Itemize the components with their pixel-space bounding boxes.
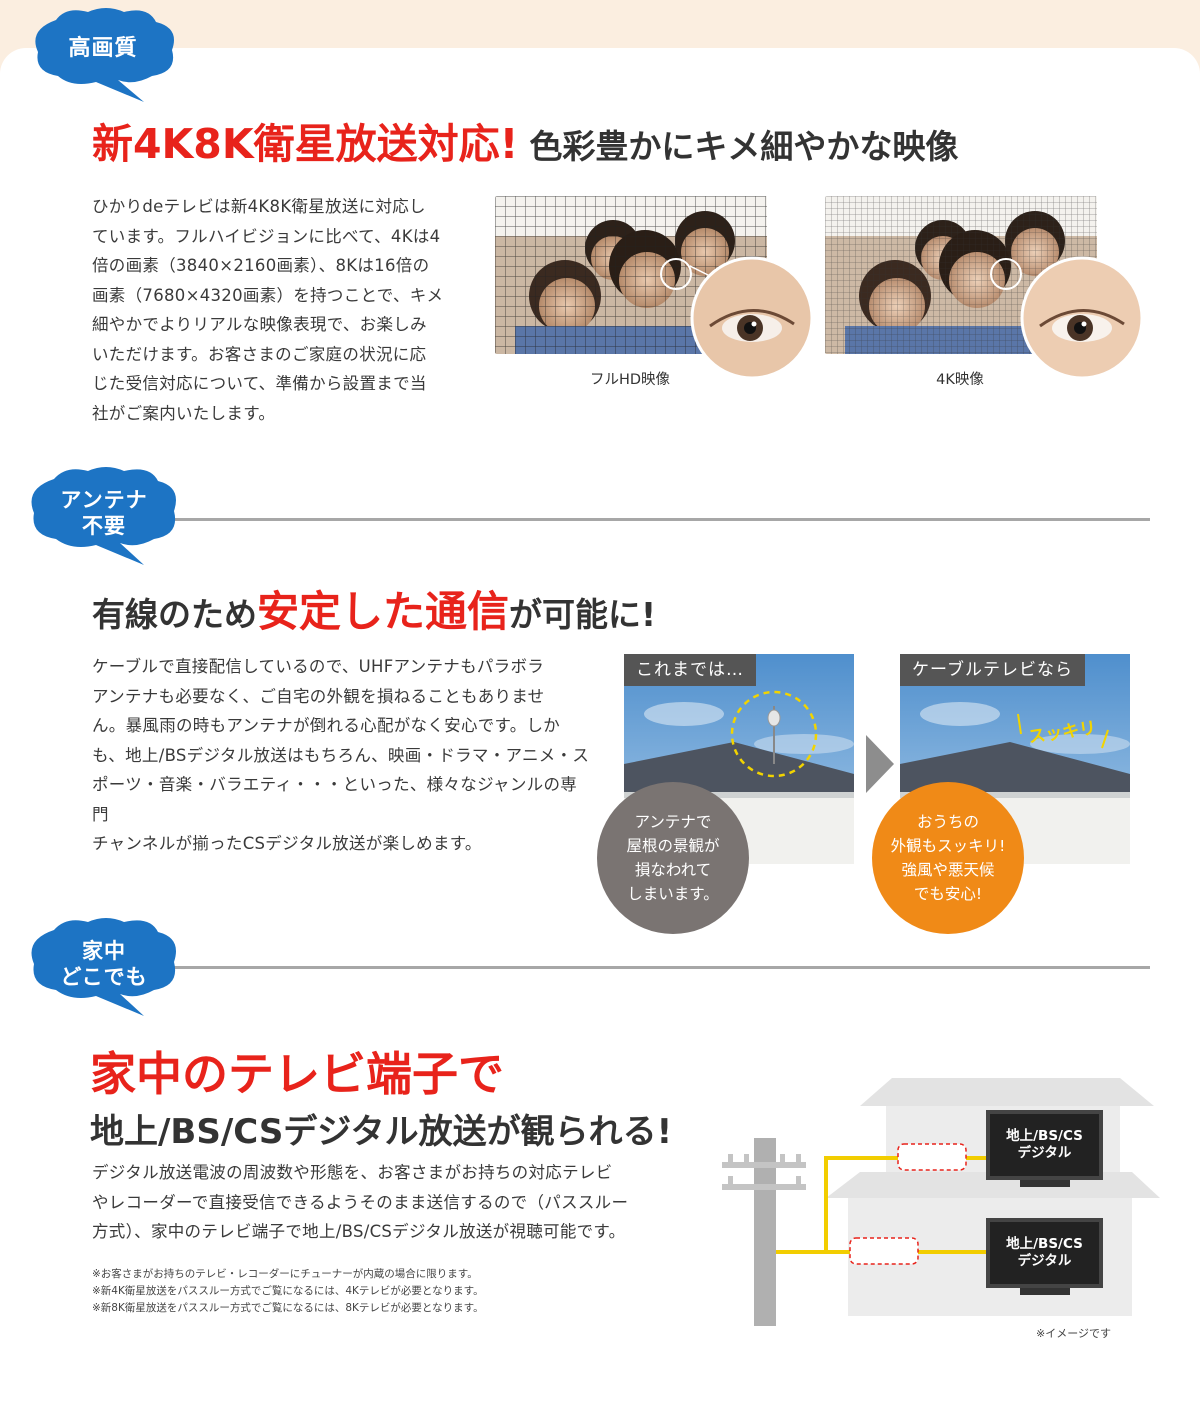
before-label: これまでは… bbox=[624, 654, 756, 686]
body-line: じた受信対応について、準備から設置まで当 bbox=[92, 374, 427, 393]
4k-zoom-eye bbox=[1020, 256, 1144, 380]
headline-red: 新4K8K衛星放送対応! bbox=[92, 120, 519, 168]
bubble-line: しまいます。 bbox=[627, 885, 719, 903]
fullhd-caption: フルHD映像 bbox=[589, 372, 671, 388]
headline-red: 安定した通信 bbox=[257, 587, 510, 636]
tv-label-line: デジタル bbox=[1017, 1253, 1072, 1269]
arrow-right-icon bbox=[866, 735, 894, 793]
tag-whole-house: 家中 どこでも bbox=[24, 916, 184, 1016]
section3-divider bbox=[150, 966, 1150, 969]
bubble-line: おうちの bbox=[916, 813, 979, 831]
section1-body: ひかりdeテレビは新4K8K衛星放送に対応し ています。フルハイビジョンに比べて… bbox=[92, 192, 472, 428]
body-line: 細やかでよりリアルな映像表現で、お楽しみ bbox=[92, 315, 427, 334]
body-line: ひかりdeテレビは新4K8K衛星放送に対応し bbox=[92, 197, 426, 216]
tv-screen: 地上/BS/CS デジタル bbox=[986, 1218, 1103, 1288]
section3-body: デジタル放送電波の周波数や形態を、お客さまがお持ちの対応テレビ やレコーダーで直… bbox=[92, 1158, 682, 1247]
tv-lower: 地上/BS/CS デジタル bbox=[986, 1218, 1103, 1298]
tag-high-quality: 高画質 bbox=[26, 6, 180, 102]
tv-stand bbox=[1020, 1288, 1070, 1295]
bubble-line: 強風や悪天候 bbox=[901, 861, 995, 879]
4k-zoom-marker bbox=[990, 258, 1022, 290]
cloud-badge-shape bbox=[31, 467, 176, 565]
headline-part-a: 有線のため bbox=[92, 595, 257, 634]
after-bubble: おうちの 外観もスッキリ! 強風や悪天候 でも安心! bbox=[872, 782, 1024, 934]
bubble-line: 外観もスッキリ! bbox=[890, 837, 1006, 855]
after-label: ケーブルテレビなら bbox=[900, 654, 1085, 686]
note-line: ※新8K衛星放送をパススルー方式でご覧になるには、8Kテレビが必要となります。 bbox=[92, 1302, 484, 1314]
body-line: ケーブルで直接配信しているので、UHFアンテナもパラボラ bbox=[92, 657, 545, 676]
section1-headline: 新4K8K衛星放送対応! 色彩豊かにキメ細やかな映像 bbox=[92, 110, 958, 170]
cloud-badge-shape bbox=[31, 918, 176, 1016]
body-line: チャンネルが揃ったCSデジタル放送が楽しめます。 bbox=[92, 834, 482, 853]
tv-label-line: 地上/BS/CS bbox=[1006, 1236, 1083, 1252]
before-bubble: アンテナで 屋根の景観が 損なわれて しまいます。 bbox=[597, 782, 749, 934]
section3-headline-red: 家中のテレビ端子で bbox=[90, 1047, 504, 1101]
note-line: ※お客さまがお持ちのテレビ・レコーダーにチューナーが内蔵の場合に限ります。 bbox=[92, 1268, 478, 1280]
bubble-line: 屋根の景観が bbox=[626, 837, 720, 855]
body-line: 方式）、家中のテレビ端子で地上/BS/CSデジタル放送が視聴可能です。 bbox=[92, 1222, 626, 1241]
tag-label-line1: 家中 bbox=[82, 939, 126, 963]
tag-label-line1: アンテナ bbox=[60, 488, 148, 512]
body-line: アンテナも必要なく、ご自宅の外観を損ねることもありませ bbox=[92, 686, 545, 706]
note-line: ※新4K衛星放送をパススルー方式でご覧になるには、4Kテレビが必要となります。 bbox=[92, 1285, 484, 1297]
tv-label-line: 地上/BS/CS bbox=[1006, 1128, 1083, 1144]
body-line: ん。暴風雨の時もアンテナが倒れる心配がなく安心です。しか bbox=[92, 716, 561, 735]
fullhd-zoom-eye bbox=[669, 255, 814, 380]
body-line: デジタル放送電波の周波数や形態を、お客さまがお持ちの対応テレビ bbox=[92, 1163, 613, 1182]
fullhd-zoom-marker bbox=[660, 258, 692, 290]
headline-part-b: が可能に! bbox=[509, 595, 657, 634]
section3-headline-dark: 地上/BS/CSデジタル放送が観られる! bbox=[90, 1112, 673, 1152]
section2-divider bbox=[150, 518, 1150, 521]
headline-dark: 色彩豊かにキメ細やかな映像 bbox=[529, 127, 959, 166]
section3-notes: ※お客さまがお持ちのテレビ・レコーダーにチューナーが内蔵の場合に限ります。 ※新… bbox=[92, 1266, 652, 1317]
image-note: ※イメージです bbox=[1036, 1327, 1111, 1340]
tag-label-line2: 不要 bbox=[82, 514, 126, 538]
cloud-badge-shape bbox=[35, 8, 174, 102]
body-line: 画素（7680×4320画素）を持つことで、キメ bbox=[92, 285, 444, 305]
body-line: ています。フルハイビジョンに比べて、4Kは4 bbox=[92, 226, 441, 246]
body-line: 社がご案内いたします。 bbox=[92, 403, 276, 423]
4k-caption: 4K映像 bbox=[936, 372, 984, 388]
bubble-line: 損なわれて bbox=[634, 861, 712, 879]
body-line: 倍の画素（3840×2160画素）、8Kは16倍の bbox=[92, 256, 430, 275]
section2-body: ケーブルで直接配信しているので、UHFアンテナもパラボラ アンテナも必要なく、ご… bbox=[92, 652, 592, 859]
bubble-line: アンテナで bbox=[634, 813, 712, 831]
body-line: ポーツ・音楽・バラエティ・・・といった、様々なジャンルの専門 bbox=[92, 775, 578, 824]
body-line: も、地上/BSデジタル放送はもちろん、映画・ドラマ・アニメ・ス bbox=[92, 745, 590, 765]
tv-screen: 地上/BS/CS デジタル bbox=[986, 1110, 1103, 1180]
body-line: やレコーダーで直接受信できるようそのまま送信するので（パススルー bbox=[92, 1192, 629, 1212]
tag-label: 高画質 bbox=[68, 36, 138, 61]
body-line: いただけます。お客さまのご家庭の状況に応 bbox=[92, 344, 427, 364]
tv-upper: 地上/BS/CS デジタル bbox=[986, 1110, 1103, 1190]
tv-label-line: デジタル bbox=[1017, 1145, 1072, 1161]
tag-label-line2: どこでも bbox=[60, 965, 148, 989]
tag-no-antenna: アンテナ 不要 bbox=[24, 465, 184, 565]
section2-headline: 有線のため安定した通信が可能に! bbox=[92, 578, 656, 639]
tv-stand bbox=[1020, 1180, 1070, 1187]
bubble-line: でも安心! bbox=[913, 885, 983, 903]
